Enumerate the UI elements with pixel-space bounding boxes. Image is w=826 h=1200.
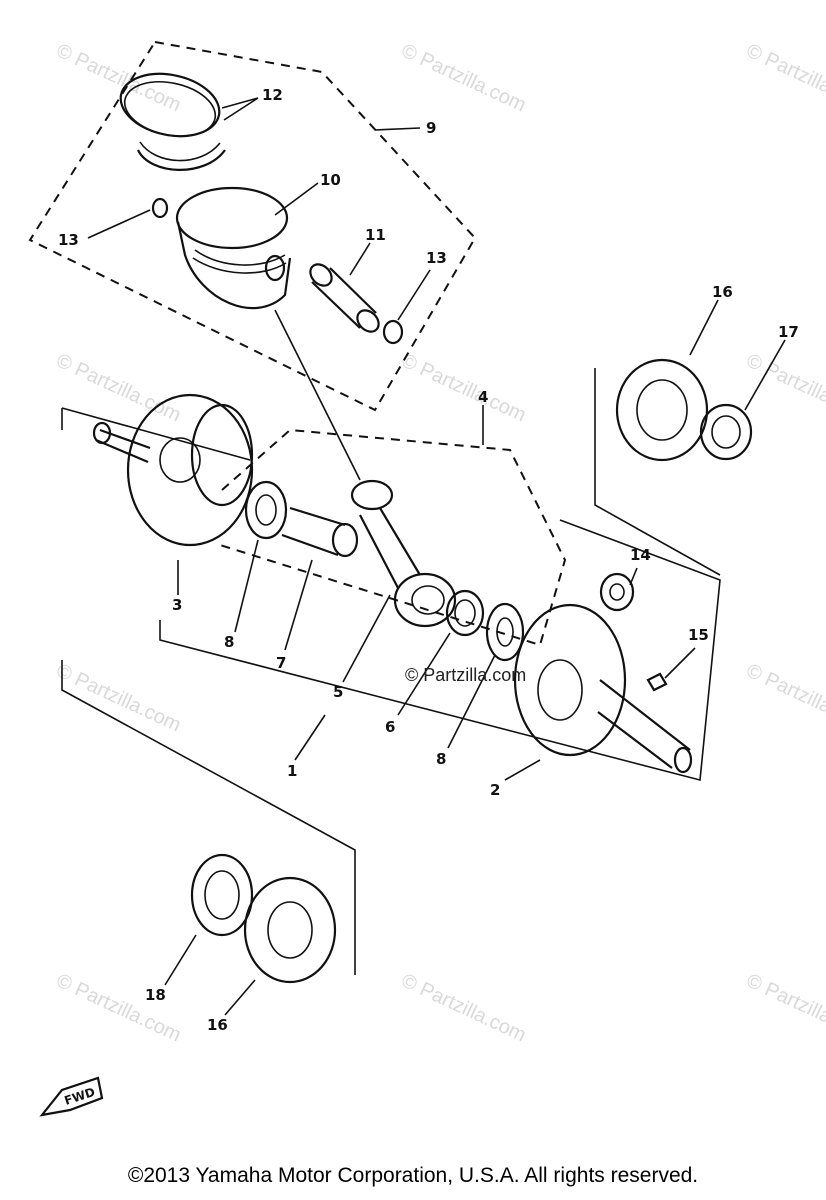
bearing-top xyxy=(615,358,709,462)
oil-seal-top xyxy=(699,403,753,461)
watermark: © Partzilla.com xyxy=(743,970,826,1047)
watermark: © Partzilla.com xyxy=(743,40,826,117)
watermark: © Partzilla.com xyxy=(53,660,184,737)
callout-18: 18 xyxy=(145,986,166,1004)
callout-13-left: 13 xyxy=(58,231,79,249)
watermark: © Partzilla.com xyxy=(398,970,529,1047)
watermark: © Partzilla.com xyxy=(53,40,184,117)
copyright-notice: ©2013 Yamaha Motor Corporation, U.S.A. A… xyxy=(127,1164,699,1187)
crank-wheel-right xyxy=(513,603,693,774)
oil-seal-bottom xyxy=(190,853,254,937)
watermark-layer: © Partzilla.com © Partzilla.com © Partzi… xyxy=(53,40,826,1047)
watermark: © Partzilla.com xyxy=(743,350,826,427)
leader-lines xyxy=(87,97,786,1016)
bearing-group-boundary xyxy=(594,368,721,576)
callout-5: 5 xyxy=(333,683,343,701)
leader-line xyxy=(274,309,361,481)
piston-rings xyxy=(119,72,226,171)
callout-11: 11 xyxy=(365,226,386,244)
lower-group-boundary xyxy=(61,660,356,975)
bearing-bottom xyxy=(243,876,337,984)
watermark: © Partzilla.com xyxy=(398,350,529,427)
callout-3: 3 xyxy=(172,596,182,614)
circlip-right xyxy=(382,319,404,345)
callout-9: 9 xyxy=(426,119,436,137)
callout-1: 1 xyxy=(287,762,297,780)
callout-8-left: 8 xyxy=(224,633,234,651)
piston-pin xyxy=(309,263,380,333)
callout-14: 14 xyxy=(630,546,651,564)
watermark: © Partzilla.com xyxy=(53,350,184,427)
crank-assembly-boundary xyxy=(61,407,721,782)
watermark: © Partzilla.com xyxy=(53,970,184,1047)
callout-16-top: 16 xyxy=(712,283,733,301)
callout-10: 10 xyxy=(320,171,341,189)
callout-6: 6 xyxy=(385,718,395,736)
crankshaft-piston-diagram: © Partzilla.com © Partzilla.com © Partzi… xyxy=(28,40,826,1117)
callout-2: 2 xyxy=(490,781,500,799)
thrust-washer-left xyxy=(244,480,288,540)
fwd-arrow: FWD xyxy=(39,1076,104,1117)
crank-wheel-left xyxy=(92,393,254,547)
piston xyxy=(175,186,292,310)
woodruff-key xyxy=(646,672,668,692)
watermark: © Partzilla.com xyxy=(743,660,826,737)
crank-pin xyxy=(281,506,359,558)
circlip-left xyxy=(151,197,169,219)
callout-13-right: 13 xyxy=(426,249,447,267)
callout-16-bottom: 16 xyxy=(207,1016,228,1034)
callout-labels: 12 9 10 13 11 13 4 16 17 3 14 8 15 7 5 6… xyxy=(58,86,799,1034)
watermark: © Partzilla.com xyxy=(398,40,529,117)
center-watermark: © Partzilla.com xyxy=(405,665,527,685)
callout-4: 4 xyxy=(478,388,488,406)
callout-15: 15 xyxy=(688,626,709,644)
callout-7: 7 xyxy=(276,654,286,672)
callout-8-right: 8 xyxy=(436,750,446,768)
connecting-rod xyxy=(350,479,457,628)
big-end-bearing xyxy=(445,589,485,637)
thrust-washer-right xyxy=(485,602,525,662)
callout-12: 12 xyxy=(262,86,283,104)
callout-17: 17 xyxy=(778,323,799,341)
small-end-bearing xyxy=(599,572,635,612)
